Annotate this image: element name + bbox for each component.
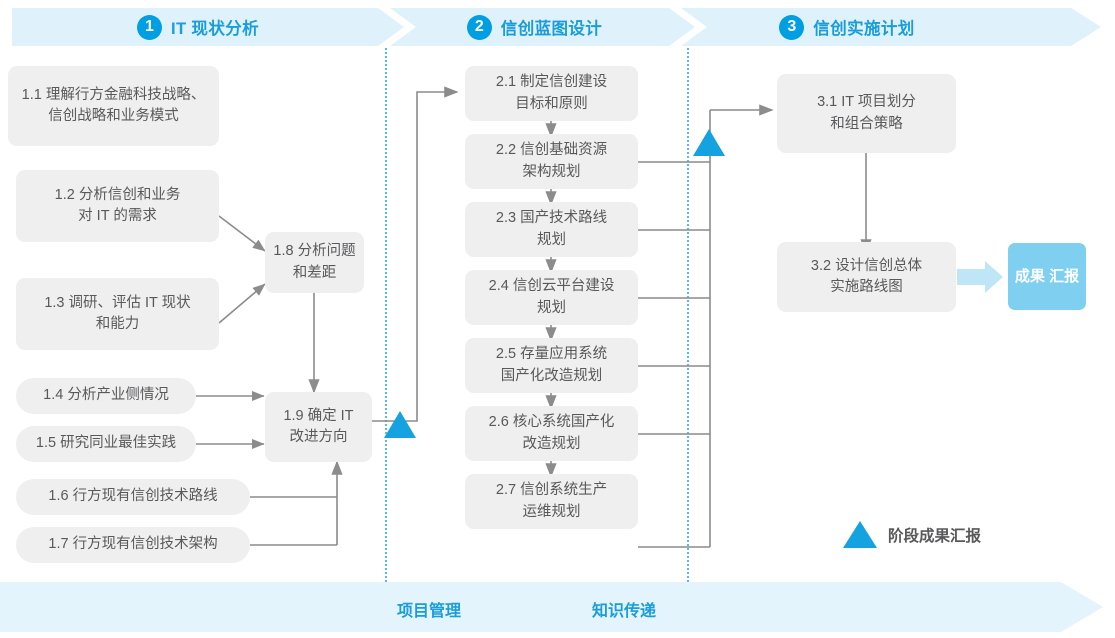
result-arrow-icon <box>957 261 1003 293</box>
phase-title-2: 信创蓝图设计 <box>500 20 603 38</box>
process-box-1-3-line2: 和能力 <box>95 316 140 332</box>
process-box-2-1[interactable]: 2.1 制定信创建设 目标和原则 <box>465 66 638 121</box>
process-box-2-3-line1: 2.3 国产技术路线 <box>495 210 608 227</box>
process-box-2-2[interactable]: 2.2 信创基础资源 架构规划 <box>465 134 638 189</box>
process-box-3-2-line1: 3.2 设计信创总体 <box>810 257 923 274</box>
process-box-3-1-line1: 3.1 IT 项目划分 <box>817 94 916 111</box>
phase-band-3: 3 信创实施计划 <box>681 8 1101 46</box>
phase-number-badge-2: 2 <box>467 15 492 40</box>
process-box-1-8-line1: 1.8 分析问题 <box>273 243 356 260</box>
triangle-up-icon <box>843 521 877 548</box>
process-box-3-1[interactable]: 3.1 IT 项目划分 和组合策略 <box>777 74 956 153</box>
phase-band-1: 1 IT 现状分析 <box>12 8 404 46</box>
process-box-1-3-line1: 1.3 调研、评估 IT 现状 <box>44 294 191 311</box>
process-box-1-2-line1: 1.2 分析信创和业务 <box>54 186 181 203</box>
phase-number-badge-3: 3 <box>779 15 804 40</box>
result-badge-line1: 成果 <box>1014 267 1045 285</box>
process-box-2-7-line1: 2.7 信创系统生产 <box>495 482 608 499</box>
legend-label: 阶段成果汇报 <box>888 527 982 545</box>
phase-title-1: IT 现状分析 <box>170 20 260 38</box>
process-box-1-9-line2: 改进方向 <box>289 429 348 445</box>
process-box-2-2-line2: 架构规划 <box>522 163 581 180</box>
process-box-2-7[interactable]: 2.7 信创系统生产 运维规划 <box>465 474 638 529</box>
process-box-2-1-line1: 2.1 制定信创建设 <box>495 74 608 91</box>
milestone-triangle-phase1 <box>384 411 416 438</box>
process-box-1-5-line1: 1.5 研究同业最佳实践 <box>35 435 177 452</box>
process-box-3-2-line2: 实施路线图 <box>830 279 903 295</box>
process-box-1-1[interactable]: 1.1 理解行方金融科技战略、 信创战略和业务模式 <box>8 66 219 146</box>
process-box-1-5[interactable]: 1.5 研究同业最佳实践 <box>16 426 196 462</box>
process-box-1-8-line2: 和差距 <box>292 264 337 281</box>
process-box-2-5-line1: 2.5 存量应用系统 <box>495 346 608 363</box>
process-box-1-6-line1: 1.6 行方现有信创技术路线 <box>48 488 218 505</box>
process-box-1-9[interactable]: 1.9 确定 IT 改进方向 <box>265 392 372 462</box>
phase-divider-1 <box>385 48 387 582</box>
phase-band-2: 2 信创蓝图设计 <box>390 8 695 46</box>
process-box-1-2[interactable]: 1.2 分析信创和业务 对 IT 的需求 <box>16 170 219 242</box>
process-box-1-2-line2: 对 IT 的需求 <box>78 208 157 224</box>
process-box-2-3[interactable]: 2.3 国产技术路线 规划 <box>465 202 638 257</box>
process-box-1-7[interactable]: 1.7 行方现有信创技术架构 <box>16 527 250 563</box>
phase-header-2: 2 信创蓝图设计 <box>467 15 602 40</box>
process-box-1-3[interactable]: 1.3 调研、评估 IT 现状 和能力 <box>16 278 219 350</box>
process-box-2-5-line2: 国产化改造规划 <box>500 367 603 384</box>
process-box-2-5[interactable]: 2.5 存量应用系统 国产化改造规划 <box>465 338 638 393</box>
process-box-2-6[interactable]: 2.6 核心系统国产化 改造规划 <box>465 406 638 461</box>
process-box-2-7-line2: 运维规划 <box>522 503 581 520</box>
phase-number-badge-1: 1 <box>137 15 162 40</box>
process-box-2-2-line1: 2.2 信创基础资源 <box>495 142 608 159</box>
milestone-triangle-phase2 <box>693 129 725 156</box>
phase-header-3: 3 信创实施计划 <box>779 15 914 40</box>
process-box-1-1-line1: 1.1 理解行方金融科技战略、 <box>21 86 206 103</box>
process-box-1-6[interactable]: 1.6 行方现有信创技术路线 <box>16 479 250 515</box>
phase-header-1: 1 IT 现状分析 <box>137 15 259 40</box>
process-box-1-7-line1: 1.7 行方现有信创技术架构 <box>48 536 218 553</box>
process-box-3-1-line2: 和组合策略 <box>830 115 903 132</box>
result-badge-line2: 汇报 <box>1049 267 1080 285</box>
legend: 阶段成果汇报 <box>843 521 981 548</box>
process-box-1-8[interactable]: 1.8 分析问题 和差距 <box>265 232 364 293</box>
process-box-1-4[interactable]: 1.4 分析产业侧情况 <box>16 378 196 414</box>
result-badge[interactable]: 成果 汇报 <box>1008 243 1086 310</box>
process-box-2-4-line2: 规划 <box>537 299 566 316</box>
process-box-2-3-line2: 规划 <box>537 231 566 248</box>
process-box-2-6-line1: 2.6 核心系统国产化 <box>488 414 615 431</box>
process-box-1-1-line2: 信创战略和业务模式 <box>48 108 179 124</box>
process-box-2-4[interactable]: 2.4 信创云平台建设 规划 <box>465 270 638 325</box>
bottom-swimlane-band <box>0 582 1103 632</box>
process-box-1-9-line1: 1.9 确定 IT <box>283 407 354 424</box>
process-box-2-4-line1: 2.4 信创云平台建设 <box>488 278 615 295</box>
phase-divider-2 <box>687 48 689 582</box>
process-box-2-1-line2: 目标和原则 <box>515 95 588 112</box>
process-box-2-6-line2: 改造规划 <box>522 435 581 452</box>
phase-title-3: 信创实施计划 <box>813 20 915 38</box>
process-box-3-2[interactable]: 3.2 设计信创总体 实施路线图 <box>777 242 956 312</box>
bottom-label-knowledge-transfer: 知识传递 <box>592 603 657 620</box>
process-box-1-4-line1: 1.4 分析产业侧情况 <box>43 387 169 404</box>
bottom-label-project-management: 项目管理 <box>397 603 462 620</box>
